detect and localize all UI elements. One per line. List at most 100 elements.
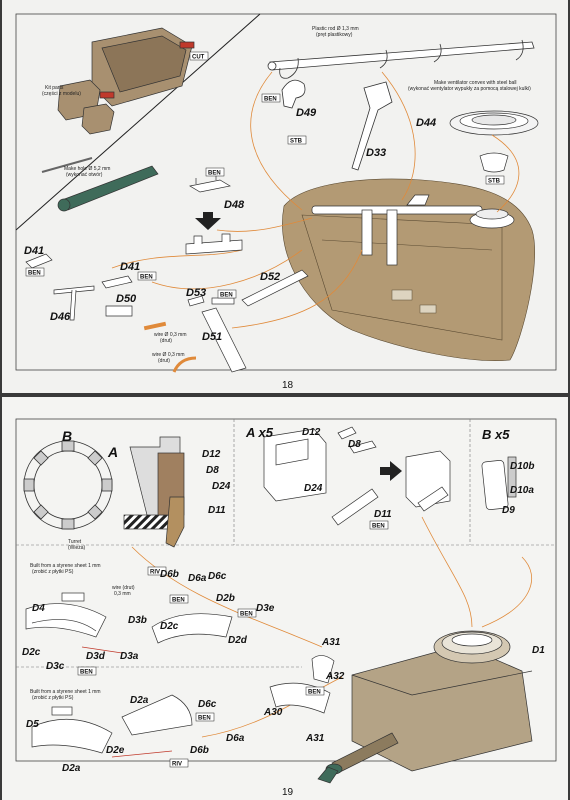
kit-parts-label: Kit parts (45, 85, 64, 91)
ben-tag-d6: BEN (172, 598, 185, 604)
right-arrow-A (380, 461, 402, 481)
label-D6b-1: D6b (160, 569, 179, 580)
label-D6a-2: D6a (226, 733, 245, 744)
label-D6a-1: D6a (188, 573, 207, 584)
label-D41b: D41 (120, 261, 140, 273)
label-D10b: D10b (510, 461, 534, 472)
section-B-title: B (62, 428, 72, 444)
ben-tag-d6c: BEN (198, 716, 211, 722)
ben-tag-d49: BEN (264, 97, 277, 103)
hatch-assemblies (25, 592, 233, 754)
label-D2e: D2e (106, 745, 125, 756)
page-18-drawing: Kit parts (części z modelu) Make hole Ø … (15, 13, 557, 391)
label-D11b: D11 (374, 509, 392, 520)
label-D8b: D8 (348, 439, 361, 450)
label-D8a: D8 (206, 465, 219, 476)
label-D2a-1: D2a (130, 695, 149, 706)
label-D12b: D12 (302, 427, 321, 438)
riv-tag-1: RIV (150, 570, 160, 576)
label-D3c: D3c (46, 661, 65, 672)
A-x5-assembly (263, 426, 451, 526)
ben-tag-d3d: BEN (80, 670, 93, 676)
styrene-note-2-pl: (zrobić z płytki PS) (32, 695, 74, 701)
make-hole-label-pl: (wykonać otwór) (66, 172, 103, 178)
label-D6c-1: D6c (208, 571, 227, 582)
label-D33: D33 (366, 147, 386, 159)
label-D9: D9 (502, 505, 515, 516)
label-D50: D50 (116, 293, 137, 305)
stb-tag-d33: STB (290, 139, 303, 145)
strut-D33 (351, 81, 393, 171)
parts-A30-A32 (269, 655, 335, 714)
page-number-18: 18 (282, 380, 294, 391)
section-B-x5-title: B x5 (482, 427, 510, 442)
ventilator-label: Make ventilator convex with steel ball (434, 80, 517, 86)
label-D5: D5 (26, 719, 39, 730)
ventilator-label-pl: (wykonać wentylator wypukły za pomocą st… (408, 86, 531, 92)
ventilator-D44 (449, 110, 539, 173)
hull-shaded-area (282, 178, 535, 361)
label-D2d: D2d (228, 635, 248, 646)
ben-tag-d53: BEN (220, 293, 233, 299)
part-D48-large (185, 233, 243, 255)
styrene-note-1-pl: (zrobić z płytki PS) (32, 569, 74, 575)
label-D24a: D24 (212, 481, 231, 492)
make-hole-label: Make hole Ø 5,2 mm (64, 166, 110, 172)
label-D3a: D3a (120, 651, 139, 662)
turret-label-pl: (Wieża) (68, 545, 86, 551)
label-D2c-1: D2c (22, 647, 41, 658)
label-D6c-2: D6c (198, 699, 217, 710)
ben-tag-d41a: BEN (28, 271, 41, 277)
label-D49: D49 (296, 107, 317, 119)
label-D52: D52 (260, 271, 280, 283)
label-D53: D53 (186, 287, 206, 299)
riv-tag-2: RIV (172, 762, 182, 768)
ben-tag-a32: BEN (308, 690, 321, 696)
plastic-rod-label-pl: (pręt plastikowy) (316, 32, 353, 38)
cut-tag: CUT (192, 55, 205, 61)
turret-section-A (123, 436, 185, 548)
instruction-page-19: B A Turret (Wieża) A x5 B x5 Built from … (2, 397, 568, 800)
wire-size-label: 0,3 mm (114, 591, 131, 597)
section-A-title: A (107, 444, 118, 460)
wire-b-label: wire Ø 0,3 mm (152, 352, 185, 358)
parts-D41-D46 (25, 253, 133, 321)
label-D46: D46 (50, 311, 71, 323)
ben-tag-d41b: BEN (140, 275, 153, 281)
instruction-page-18: Kit parts (części z modelu) Make hole Ø … (2, 0, 568, 393)
label-D2b: D2b (216, 593, 235, 604)
B-x5-part (481, 456, 517, 510)
styrene-note-1: Built from a styrene sheet 1 mm (30, 563, 101, 569)
down-arrow (195, 212, 221, 230)
turret-label: Turret (68, 539, 82, 545)
kit-parts-label-pl: (części z modelu) (42, 91, 81, 97)
stb-tag-d44: STB (488, 179, 501, 185)
bracket-D49 (281, 79, 306, 109)
label-D3d: D3d (86, 651, 106, 662)
part-D48 (189, 174, 231, 193)
label-D6b-2: D6b (190, 745, 209, 756)
wire-label: wire (drut) (112, 585, 135, 591)
ben-tag-d48: BEN (208, 171, 221, 177)
turret-ring (23, 440, 113, 530)
label-D2c-2: D2c (160, 621, 179, 632)
page-number-19: 19 (282, 787, 294, 798)
page-19-drawing: B A Turret (Wieża) A x5 B x5 Built from … (15, 418, 557, 798)
label-D44: D44 (416, 117, 436, 129)
ben-tag-d11: BEN (372, 524, 385, 530)
section-A-x5-title: A x5 (245, 425, 274, 440)
label-D1: D1 (532, 645, 545, 656)
label-A31-b: A31 (305, 733, 325, 744)
label-D48: D48 (224, 199, 245, 211)
inset-kit-parts (41, 27, 195, 212)
parts-D51-D53 (187, 269, 309, 373)
label-D11a: D11 (208, 505, 226, 516)
label-D41a: D41 (24, 245, 44, 257)
label-D3e: D3e (256, 603, 275, 614)
label-D2a-2: D2a (62, 763, 81, 774)
styrene-note-2: Built from a styrene sheet 1 mm (30, 689, 101, 695)
label-A31-a: A31 (321, 637, 341, 648)
label-D24b: D24 (304, 483, 323, 494)
label-D3b: D3b (128, 615, 147, 626)
tank-turret (317, 630, 533, 784)
